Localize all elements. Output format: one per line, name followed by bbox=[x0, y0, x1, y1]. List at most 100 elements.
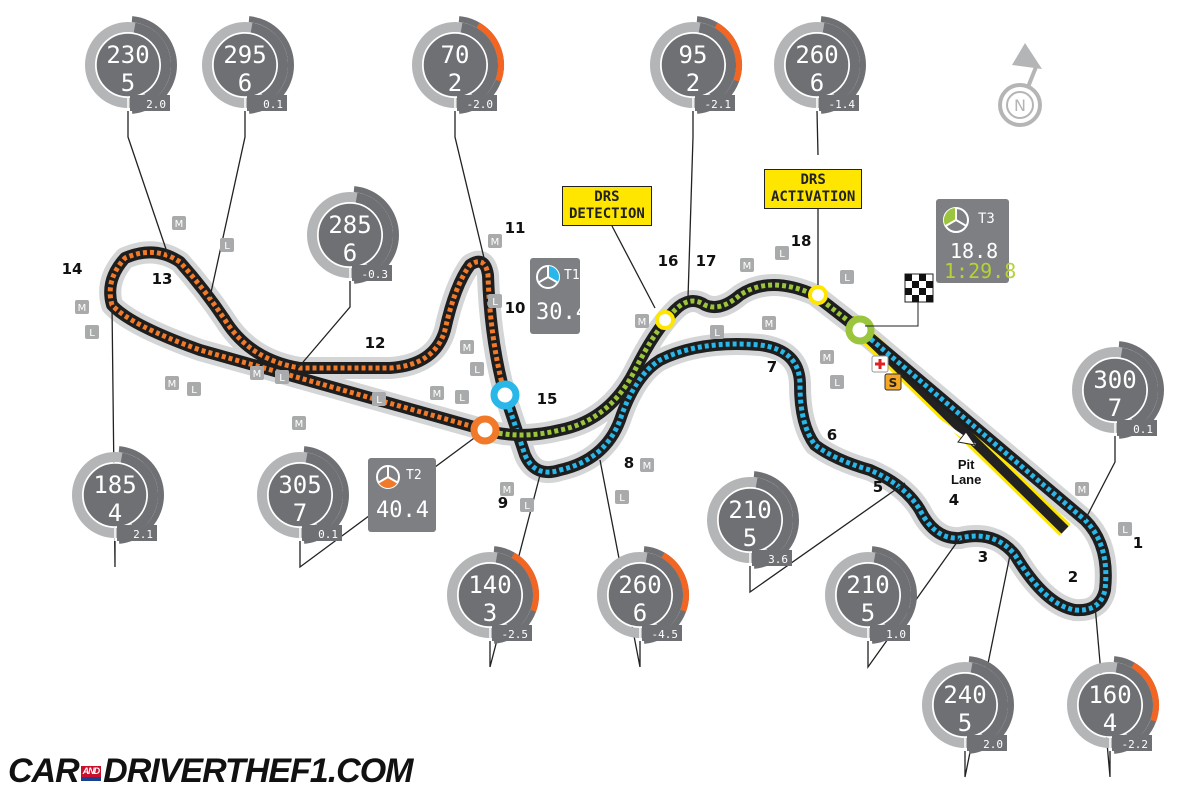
gauge-leader-line bbox=[489, 474, 541, 668]
pit-lane-line1: Pit bbox=[957, 457, 975, 472]
gauge-leader-line bbox=[867, 537, 961, 670]
gauge-gear: 5 bbox=[958, 709, 972, 737]
turn-number-17: 17 bbox=[696, 252, 717, 270]
speed-gauge: 702-2.0 bbox=[412, 16, 504, 114]
logo-driver: DRIVERTHEF1.COM bbox=[103, 752, 413, 790]
gauge-speed: 160 bbox=[1088, 681, 1131, 709]
svg-text:M: M bbox=[638, 317, 647, 328]
gauge-g-force: -1.4 bbox=[829, 98, 856, 111]
gauge-speed: 70 bbox=[441, 41, 470, 69]
svg-text:L: L bbox=[224, 241, 230, 252]
turn-number-3: 3 bbox=[978, 548, 988, 566]
svg-text:M: M bbox=[295, 419, 304, 430]
gauge-leader-line bbox=[297, 281, 351, 369]
svg-text:M: M bbox=[253, 369, 262, 380]
gauge-gear: 5 bbox=[121, 69, 135, 97]
gauge-gear: 7 bbox=[1108, 394, 1122, 422]
sector-1-marker bbox=[490, 380, 520, 410]
braking-badge: L bbox=[1118, 522, 1132, 536]
svg-text:L: L bbox=[834, 378, 840, 389]
medical-icon bbox=[871, 355, 889, 373]
sector-wheel-icon bbox=[943, 207, 969, 233]
braking-badge: L bbox=[275, 370, 289, 384]
turn-number-18: 18 bbox=[791, 232, 812, 250]
gauge-gear: 4 bbox=[1103, 709, 1117, 737]
svg-text:M: M bbox=[491, 237, 500, 248]
sector-2-time: 40.4 bbox=[376, 498, 429, 523]
safety-car-icon: S bbox=[884, 373, 902, 391]
gauge-g-force: -0.3 bbox=[362, 268, 389, 281]
svg-text:M: M bbox=[1078, 485, 1087, 496]
braking-badge: M bbox=[488, 234, 502, 248]
gauge-gear: 6 bbox=[633, 599, 647, 627]
compass-north-label: N bbox=[1014, 96, 1026, 115]
gauge-gear: 4 bbox=[108, 499, 122, 527]
gauge-gear: 5 bbox=[861, 599, 875, 627]
braking-badge: L bbox=[830, 375, 844, 389]
svg-text:M: M bbox=[433, 389, 442, 400]
gauge-redline bbox=[661, 552, 689, 612]
gauge-g-force: -2.2 bbox=[1122, 738, 1149, 751]
braking-badge: M bbox=[460, 340, 474, 354]
gauge-leader-line bbox=[454, 111, 486, 263]
sector-3-track bbox=[484, 282, 862, 438]
gauge-g-box bbox=[642, 625, 682, 641]
gauge-speed: 210 bbox=[728, 496, 771, 524]
gauge-g-box bbox=[967, 735, 1007, 751]
car-and-driver-logo: CAR AND DRIVERTHEF1.COM bbox=[8, 752, 413, 791]
braking-badge: L bbox=[775, 246, 789, 260]
gauge-redline bbox=[476, 22, 504, 82]
svg-text:L: L bbox=[492, 297, 498, 308]
gauge-redline bbox=[714, 22, 742, 82]
braking-badge: M bbox=[250, 366, 264, 380]
gauge-speed: 300 bbox=[1093, 366, 1136, 394]
drs-detection-label: DRS DETECTION bbox=[562, 186, 652, 226]
gauge-g-box bbox=[352, 265, 392, 281]
turn-number-4: 4 bbox=[949, 491, 959, 509]
gauge-speed: 260 bbox=[795, 41, 838, 69]
svg-text:S: S bbox=[889, 376, 898, 390]
sector-2-marker bbox=[470, 415, 500, 445]
gauge-leader-line bbox=[127, 111, 169, 256]
drs-detection-line2: DETECTION bbox=[569, 206, 645, 222]
braking-badge: M bbox=[762, 316, 776, 330]
turn-number-10: 10 bbox=[505, 299, 526, 317]
svg-text:L: L bbox=[619, 493, 625, 504]
braking-badge: L bbox=[220, 238, 234, 252]
gauge-g-force: 3.6 bbox=[768, 553, 788, 566]
braking-badge: L bbox=[455, 390, 469, 404]
turn-number-8: 8 bbox=[624, 454, 634, 472]
braking-badge: M bbox=[820, 350, 834, 364]
gauge-leader-line bbox=[687, 111, 694, 299]
sector-2-label: T2 bbox=[406, 468, 422, 483]
svg-text:L: L bbox=[779, 249, 785, 260]
turn-number-2: 2 bbox=[1068, 568, 1078, 586]
gauge-speed: 295 bbox=[223, 41, 266, 69]
svg-text:M: M bbox=[765, 319, 774, 330]
sector-3-box: T3 18.8 1:29.8 bbox=[936, 199, 1016, 283]
svg-text:M: M bbox=[503, 485, 512, 496]
turn-number-15: 15 bbox=[537, 390, 558, 408]
sector-1-track-outline bbox=[499, 324, 1112, 617]
gauge-redline bbox=[511, 552, 539, 612]
svg-text:L: L bbox=[459, 393, 465, 404]
braking-badge: M bbox=[1075, 482, 1089, 496]
svg-text:L: L bbox=[191, 385, 197, 396]
gauge-gear: 5 bbox=[743, 524, 757, 552]
gauge-leader-line bbox=[599, 459, 641, 668]
sector-1-time: 30.4 bbox=[536, 300, 589, 325]
drs-activation-line2: ACTIVATION bbox=[771, 189, 856, 205]
gauge-g-box bbox=[870, 625, 910, 641]
svg-text:L: L bbox=[89, 328, 95, 339]
gauge-gear: 2 bbox=[686, 69, 700, 97]
braking-badge: L bbox=[840, 270, 854, 284]
gauge-gear: 6 bbox=[810, 69, 824, 97]
gauge-g-force: 0.1 bbox=[318, 528, 338, 541]
gauge-redline bbox=[1131, 662, 1159, 722]
